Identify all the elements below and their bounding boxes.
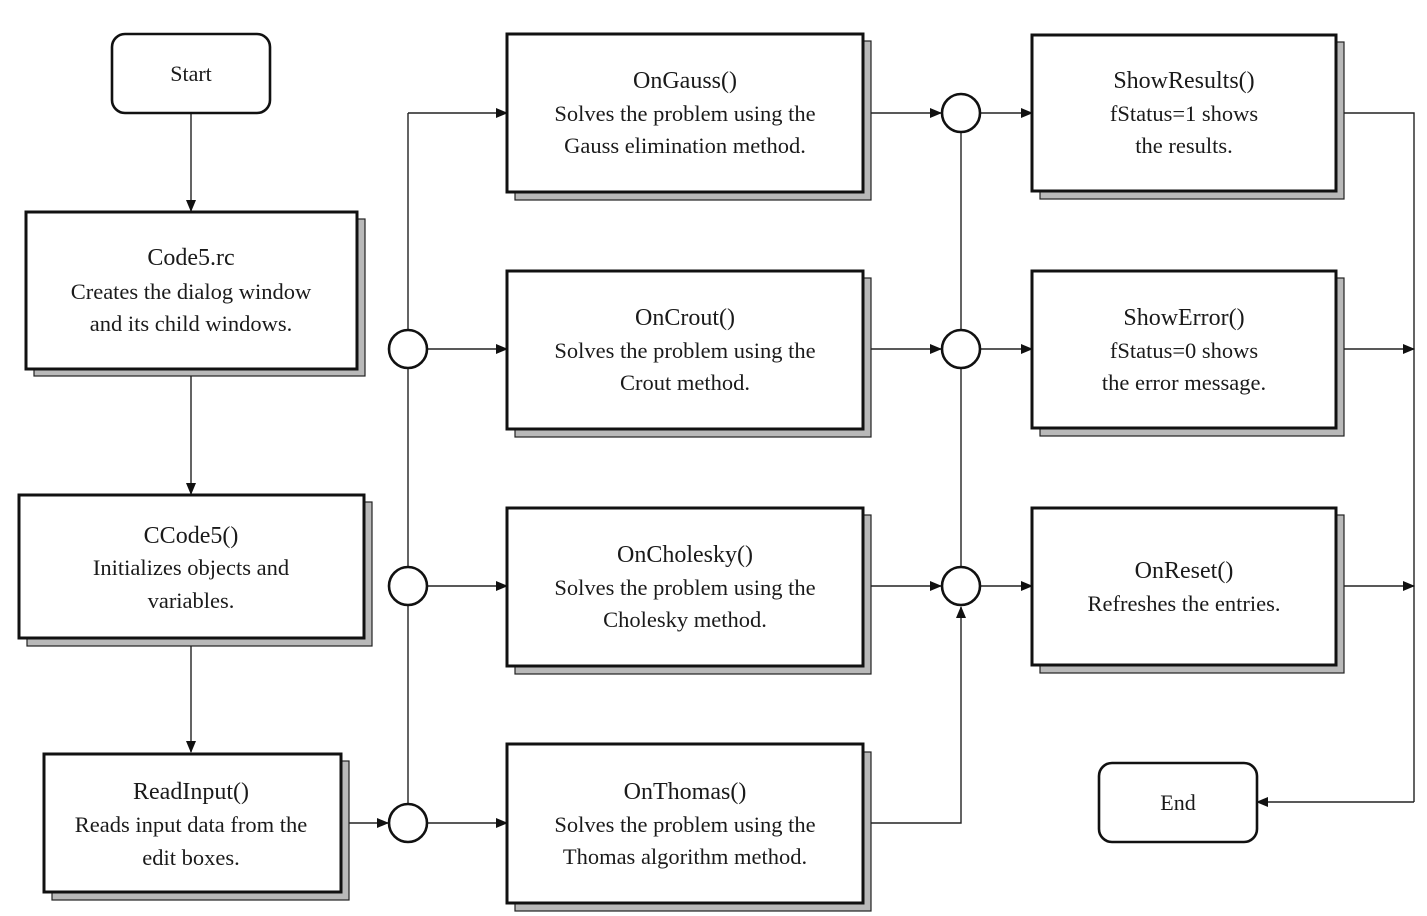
box-title: CCode5() [144,523,239,549]
box-onreset: OnReset() Refreshes the entries. [1030,506,1345,674]
box-title: Code5.rc [147,245,234,271]
box-title: OnThomas() [624,779,747,805]
box-desc-line: fStatus=1 shows [1110,101,1258,126]
box-title: OnReset() [1135,558,1234,584]
box-desc-line: variables. [148,588,235,613]
box-desc-line: Solves the problem using the [554,101,815,126]
box-oncholesky: OnCholesky() Solves the problem using th… [505,506,872,675]
box-title: ShowError() [1123,305,1244,331]
box-ccode5: CCode5() Initializes objects and variabl… [17,493,373,647]
box-desc-line: Solves the problem using the [554,338,815,363]
box-desc-line: edit boxes. [142,845,239,870]
box-desc-line: Solves the problem using the [554,575,815,600]
connectors [186,108,1415,828]
box-desc-line: Gauss elimination method. [564,133,806,158]
box-desc-line: Thomas algorithm method. [563,844,807,869]
box-oncrout: OnCrout() Solves the problem using the C… [505,269,872,438]
box-ongauss: OnGauss() Solves the problem using the G… [505,32,872,201]
box-desc-line: Refreshes the entries. [1087,591,1280,616]
box-desc-line: and its child windows. [90,311,293,336]
box-title: OnCrout() [635,305,735,331]
box-showerror: ShowError() fStatus=0 shows the error me… [1030,269,1345,437]
box-desc-line: Solves the problem using the [554,812,815,837]
box-desc-line: Crout method. [620,370,750,395]
box-desc-line: Cholesky method. [603,607,767,632]
box-code5rc: Code5.rc Creates the dialog window and i… [24,210,366,377]
box-readinput: ReadInput() Reads input data from the ed… [42,752,350,901]
end-terminal: End [1097,761,1259,844]
box-desc-line: Initializes objects and [93,555,289,580]
box-onthomas: OnThomas() Solves the problem using the … [505,742,872,912]
start-label: Start [170,61,212,86]
box-desc-line: Creates the dialog window [71,279,312,304]
box-desc-line: the results. [1135,133,1232,158]
box-desc-line: Reads input data from the [75,812,307,837]
box-title: OnCholesky() [617,542,753,568]
box-showresults: ShowResults() fStatus=1 shows the result… [1030,33,1345,200]
end-bus [1337,112,1415,802]
box-title: OnGauss() [633,68,737,94]
start-terminal: Start [110,32,272,115]
junction-right-2 [940,328,982,370]
junction-left-2 [387,565,429,607]
arrow-onthomas-to-junction [863,606,966,824]
box-title: ReadInput() [133,779,249,805]
junction-right-3 [940,565,982,607]
box-desc-line: fStatus=0 shows [1110,338,1258,363]
junction-left-1 [387,328,429,370]
end-label: End [1160,790,1195,815]
junctions [387,92,982,844]
junction-right-1 [940,92,982,134]
box-title: ShowResults() [1113,68,1254,94]
box-desc-line: the error message. [1102,370,1266,395]
junction-left-3 [387,802,429,844]
